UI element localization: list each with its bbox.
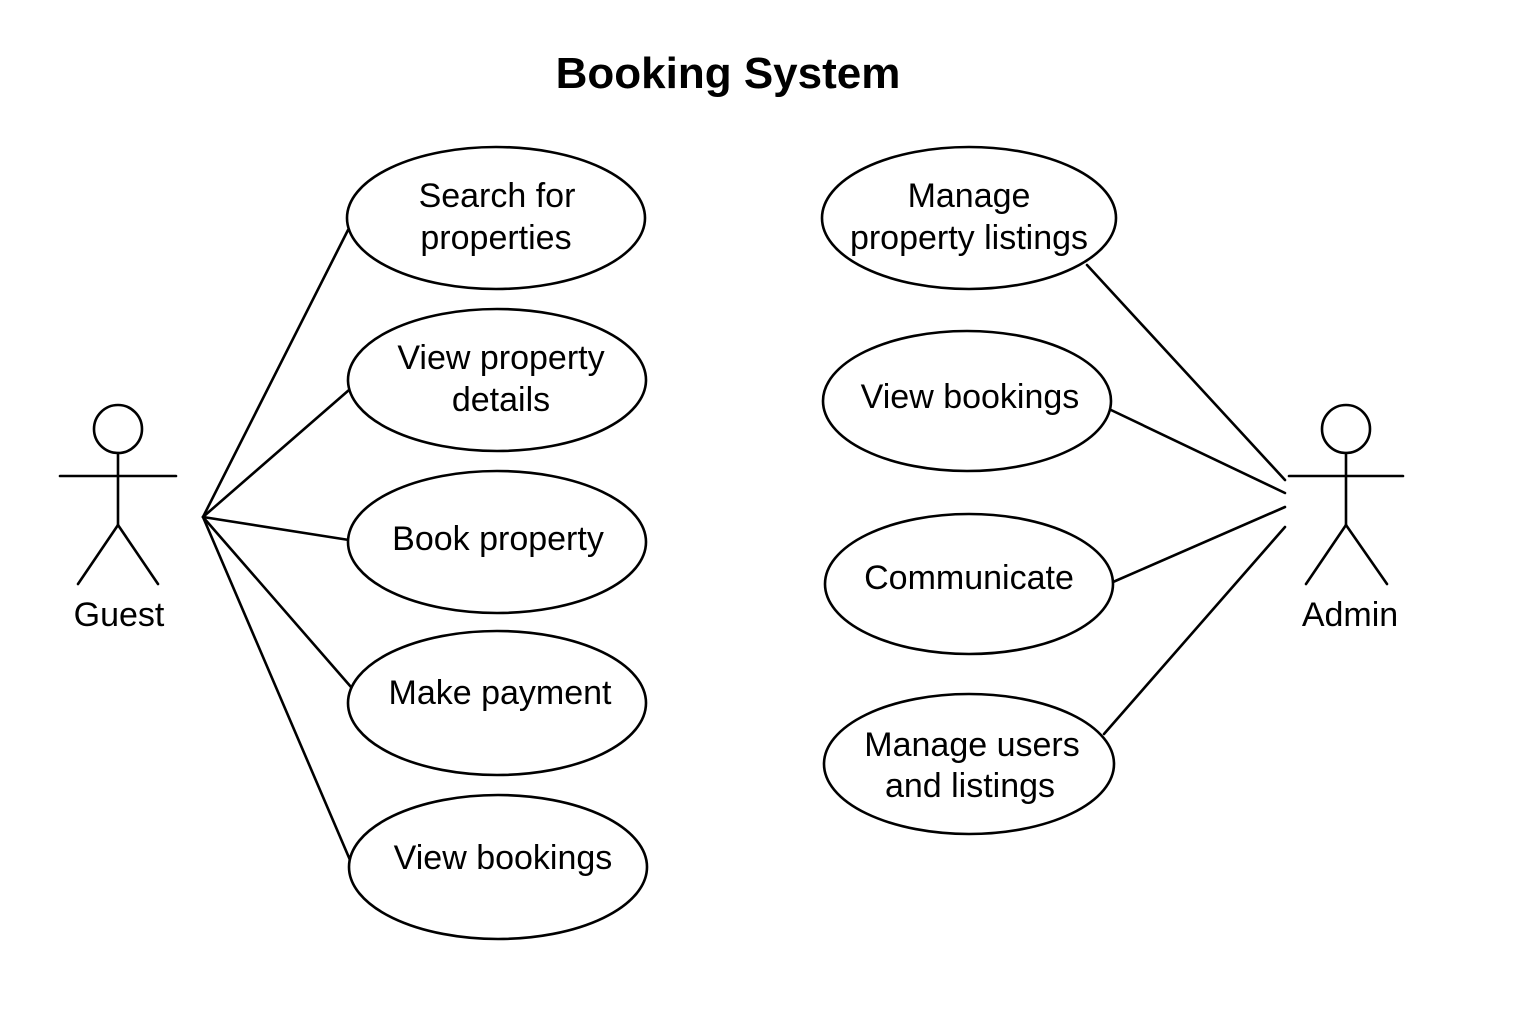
guest-use-cases: Search for properties View property deta… [345,145,649,941]
guest-label: Guest [74,596,165,634]
use-case-label: properties [420,219,571,257]
use-case-label: and listings [885,767,1055,805]
admin-associations [1085,263,1287,736]
use-case-view-property-details: View property details [346,307,648,453]
use-case-book-property: Book property [346,469,648,615]
use-case-label: details [452,381,550,419]
diagram-title: Booking System [556,49,901,98]
actor-head [92,403,144,455]
use-case-make-payment: Make payment [346,629,648,777]
use-case-view-bookings-guest: View bookings [347,793,649,941]
use-case-communicate: Communicate [823,512,1115,656]
use-case-label: Search for [419,177,576,215]
use-case-manage-users-listings: Manage users and listings [822,692,1116,836]
use-case-label: property listings [850,219,1088,257]
association-guest-view-details [201,388,351,519]
actor-head [1320,403,1372,455]
association-admin-communicate [1111,505,1287,584]
association-guest-view-bookings [201,515,352,862]
association-guest-search [201,228,350,519]
association-guest-book [201,515,351,542]
use-case-label: Book property [392,520,604,558]
admin-use-cases: Manage property listings View bookings C… [820,145,1118,836]
actor-left-leg [76,523,120,586]
actor-right-leg [116,523,160,586]
association-admin-manage-listings [1085,263,1287,482]
use-case-label: Make payment [389,674,613,712]
use-case-label: Manage [908,177,1031,215]
use-case-search-properties: Search for properties [345,145,647,291]
actor-right-leg [1344,523,1389,586]
guest-associations [201,228,353,862]
use-case-label: View bookings [394,839,613,877]
use-case-label: Communicate [864,559,1074,597]
use-case-label: View property [397,339,604,377]
use-case-view-bookings-admin: View bookings [821,329,1113,473]
guest-actor: Guest [58,403,178,634]
association-guest-payment [201,515,353,689]
admin-actor: Admin [1287,403,1405,634]
actor-left-leg [1304,523,1348,586]
association-admin-view-bookings [1109,408,1287,495]
use-case-label: Manage users [864,726,1079,764]
admin-label: Admin [1302,596,1398,634]
use-case-manage-property-listings: Manage property listings [820,145,1118,291]
association-admin-manage-users [1102,525,1287,736]
use-case-label: View bookings [861,378,1080,416]
